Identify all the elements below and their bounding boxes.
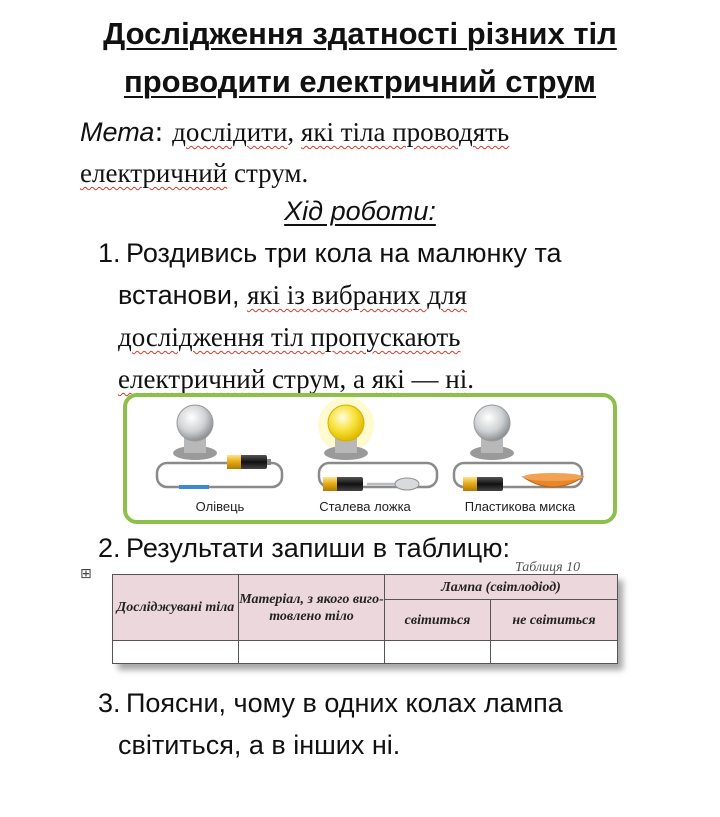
step-3-number: 3. bbox=[98, 688, 121, 718]
progress-heading: Хід роботи: bbox=[284, 196, 436, 226]
cell-material[interactable] bbox=[238, 640, 385, 664]
table-row bbox=[112, 640, 618, 664]
cell-bodies[interactable] bbox=[112, 640, 239, 664]
header-material: Матеріал, з якого виго-товлено тіло bbox=[238, 574, 385, 641]
step-1-line-4: електричний струм, а які — ні. bbox=[98, 358, 658, 400]
step-2-number: 2. bbox=[98, 533, 121, 563]
header-lit: світиться bbox=[384, 599, 491, 641]
table-caption: Таблиця 10 bbox=[515, 560, 581, 575]
cell-lit[interactable] bbox=[384, 640, 491, 664]
table-header-row-1: Досліджувані тіла Матеріал, з якого виго… bbox=[112, 574, 618, 641]
table-anchor-icon: ⊞ bbox=[80, 566, 92, 582]
circuit-label-pencil: Олівець bbox=[195, 499, 245, 514]
header-not-lit: не світиться bbox=[490, 599, 618, 641]
page-title-line-2: проводити електричний струм bbox=[124, 64, 596, 99]
step-1-line-3: дослідження тіл пропускають bbox=[98, 316, 658, 358]
goal-word-3: електричний bbox=[80, 158, 228, 188]
circuit-bowl bbox=[452, 404, 585, 491]
circuit-label-spoon: Сталева ложка bbox=[319, 499, 411, 514]
step-1-line-4d: — bbox=[404, 364, 446, 394]
results-table-wrapper: Досліджувані тіла Матеріал, з якого виго… bbox=[112, 574, 618, 664]
step-1-line-4b: струм, а bbox=[265, 364, 372, 394]
step-2: 2.Результати запиши в таблицю: bbox=[98, 527, 658, 569]
circuit-spoon bbox=[317, 397, 439, 491]
goal-label: Мета bbox=[80, 117, 155, 147]
circuits-drawing bbox=[155, 397, 585, 491]
step-1: 1.Роздивись три кола на малюнку та встан… bbox=[98, 232, 658, 400]
goal-word-2: які тіла проводять bbox=[300, 117, 510, 147]
header-lamp: Лампа (світлодіод) bbox=[384, 574, 618, 600]
step-1-line-4c: які bbox=[371, 364, 405, 394]
results-table: Досліджувані тіла Матеріал, з якого виго… bbox=[112, 574, 618, 664]
step-1-line-2a: встанови, bbox=[118, 280, 247, 310]
step-1-line-4a: електричний bbox=[118, 364, 266, 394]
cell-not-lit[interactable] bbox=[490, 640, 618, 664]
circuits-illustration: Олівець Сталева ложка Пластикова миска bbox=[123, 393, 617, 524]
step-3: 3.Поясни, чому в одних колах лампа світи… bbox=[98, 682, 658, 766]
step-1-line-3-text: дослідження тіл пропускають bbox=[118, 322, 461, 352]
step-2-text: Результати запиши в таблицю: bbox=[126, 533, 510, 563]
goal-paragraph: Мета: дослідити, які тіла проводять елек… bbox=[80, 112, 680, 194]
goal-word-1: дослідити bbox=[172, 117, 288, 147]
circuit-label-bowl: Пластикова миска bbox=[464, 499, 576, 514]
goal-text-1: , bbox=[287, 117, 301, 147]
step-3-line-1: Поясни, чому в одних колах лампа bbox=[126, 688, 563, 718]
step-1-line-2: встанови, які із вибраних для bbox=[98, 274, 658, 316]
page-title-line-1: Дослідження здатності різних тіл bbox=[103, 16, 617, 51]
circuit-pencil bbox=[155, 404, 284, 489]
step-1-line-1: Роздивись три кола на малюнку та bbox=[126, 238, 562, 268]
step-3-line-2: світиться, а в інших ні. bbox=[118, 730, 401, 760]
step-1-line-4e: ні bbox=[445, 364, 468, 394]
step-1-line-2b: які із вибраних для bbox=[246, 280, 467, 310]
goal-sep: : bbox=[154, 117, 173, 148]
goal-text-3: струм. bbox=[227, 158, 309, 188]
step-1-number: 1. bbox=[98, 238, 121, 268]
header-bodies: Досліджувані тіла bbox=[112, 574, 239, 641]
step-1-line-4f: . bbox=[467, 364, 474, 394]
